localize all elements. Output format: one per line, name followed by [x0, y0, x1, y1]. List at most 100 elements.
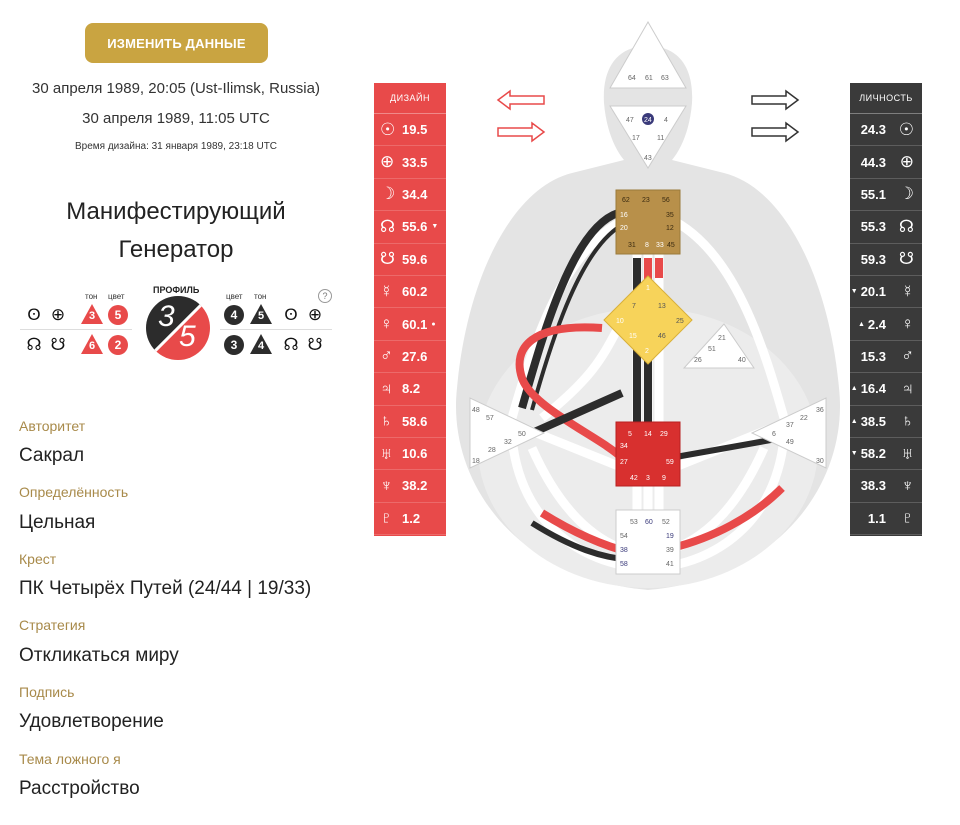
design-planet-row[interactable]: ♃ 8.2 [374, 373, 446, 406]
planet-gate-value: 33.5 [402, 154, 428, 170]
planet-glyph-icon: ♀ [901, 314, 914, 334]
definition-label: Определённость [19, 484, 129, 500]
profile-block: ʘ ⊕ тон цвет 3 5 ☊ ☋ 6 2 ПРОФИЛЬ 3 5 цве… [0, 284, 352, 374]
design-column: ДИЗАЙН ☉19.5⊕33.5☽34.4☊55.6▼☋59.6☿60.2♀6… [374, 83, 446, 536]
gate-label: 6 [772, 431, 776, 438]
gate-label: 54 [620, 533, 628, 540]
design-planet-row[interactable]: ♆38.2 [374, 470, 446, 503]
personality-planet-row[interactable]: 55.1☽ [850, 179, 922, 212]
gate-label: 25 [676, 318, 684, 325]
ton-label: тон [85, 292, 98, 301]
sun-icon: ʘ [27, 305, 41, 324]
design-header: ДИЗАЙН [374, 83, 446, 114]
design-planet-row[interactable]: ⊕33.5 [374, 146, 446, 179]
design-planet-row[interactable]: ♄58.6 [374, 406, 446, 438]
planet-glyph-icon: ☽ [380, 184, 396, 204]
gate-label: 59 [666, 459, 674, 466]
personality-planet-row[interactable]: ▲2.4 ♀ [850, 308, 922, 341]
personality-planet-row[interactable]: 1.1♇ [850, 503, 922, 536]
design-planet-row[interactable]: ☊55.6▼ [374, 211, 446, 244]
planet-gate-value: 38.3 [860, 478, 886, 494]
planet-glyph-icon: ♂ [380, 346, 393, 366]
gate-label: 22 [800, 415, 808, 422]
gate-label: 17 [632, 135, 640, 142]
gate-label: 15 [629, 333, 637, 340]
help-icon[interactable]: ? [318, 289, 332, 303]
ton-label-2: тон [254, 292, 267, 301]
personality-planet-row[interactable]: ▲16.4♃ [850, 373, 922, 406]
gate-label: 21 [718, 335, 726, 342]
gate-label: 52 [662, 519, 670, 526]
spleen-center [469, 397, 546, 469]
design-planet-row[interactable]: ♇1.2 [374, 503, 446, 536]
color-label: цвет [108, 292, 125, 301]
gate-label: 12 [666, 225, 674, 232]
profile-bottom-number: 5 [179, 320, 196, 353]
gate-label: 37 [786, 422, 794, 429]
sun-icon-2: ʘ [284, 305, 298, 324]
gate-label: 5 [628, 431, 632, 438]
type-title: Манифестирующий Генератор [0, 193, 352, 269]
design-planet-row[interactable]: ♂27.6 [374, 341, 446, 374]
strategy-label: Стратегия [19, 617, 86, 633]
planet-gate-value: 55.6 [402, 219, 428, 235]
gate-label: 11 [657, 135, 664, 142]
gate-label: 63 [661, 75, 669, 82]
signature-value: Удовлетворение [19, 711, 164, 732]
bodygraph: 64 61 63 47 24 4 17 11 43 62 23 56 16 35… [455, 20, 841, 590]
design-planet-row[interactable]: ♅10.6 [374, 438, 446, 471]
planet-gate-value: 55.3 [860, 219, 886, 235]
personality-ton-top: 5 [257, 310, 265, 322]
definition-value: Цельная [19, 512, 96, 533]
personality-planet-row[interactable]: ▲38.5♄ [850, 406, 922, 438]
design-planet-row[interactable]: ☋59.6 [374, 244, 446, 276]
gate-label: 14 [644, 431, 652, 438]
gate-label: 42 [630, 475, 638, 482]
gate-label: 55 [802, 447, 810, 454]
birth-utc-time: 30 апреля 1989, 11:05 UTC [82, 110, 270, 127]
planet-gate-value: 8.2 [402, 381, 421, 397]
design-ton-top: 3 [88, 310, 96, 322]
earth-icon-2: ⊕ [307, 305, 323, 324]
design-color-badge-top: 5 [108, 305, 128, 325]
planet-mark: ▼ [431, 223, 439, 231]
planet-gate-value: 2.4 [867, 316, 886, 332]
personality-planet-row[interactable]: 44.3⊕ [850, 146, 922, 179]
personality-planet-row[interactable]: ▼58.2♅ [850, 438, 922, 471]
profile-top-number: 3 [158, 300, 175, 333]
edit-data-button[interactable]: ИЗМЕНИТЬ ДАННЫЕ [85, 23, 268, 63]
planet-mark: ▲ [850, 417, 858, 425]
type-line-2: Генератор [118, 236, 234, 263]
gate-label: 30 [816, 458, 824, 465]
planet-mark: ▲ [857, 320, 865, 328]
type-line-1: Манифестирующий [66, 198, 286, 225]
planet-glyph-icon: ♃ [380, 378, 393, 398]
personality-planet-row[interactable]: 55.3☊ [850, 211, 922, 244]
design-ton-triangle-top [81, 304, 103, 324]
profile-circle-graphic [146, 296, 210, 360]
design-planet-row[interactable]: ♀60.1● [374, 308, 446, 341]
planet-mark: ▼ [850, 288, 858, 296]
personality-ton-triangle-bottom [250, 334, 272, 354]
arrow-right-icon [751, 89, 800, 111]
personality-planet-row[interactable]: 38.3♆ [850, 470, 922, 503]
solar-plexus-center [750, 397, 827, 469]
personality-planet-row[interactable]: 59.3☋ [850, 244, 922, 276]
planet-glyph-icon: ⊕ [899, 152, 914, 172]
personality-planet-row[interactable]: 24.3☉ [850, 114, 922, 147]
heart-center [682, 323, 755, 369]
planet-mark: ▼ [850, 450, 858, 458]
gate-label: 43 [644, 155, 652, 162]
gate-label: 8 [645, 242, 649, 249]
design-planet-row[interactable]: ☿60.2 [374, 276, 446, 309]
gate-label: 64 [628, 75, 636, 82]
planet-glyph-icon: ♂ [901, 346, 914, 366]
design-planet-row[interactable]: ☉19.5 [374, 114, 446, 147]
personality-planet-row[interactable]: 15.3♂ [850, 341, 922, 374]
personality-planet-row[interactable]: ▼20.1☿ [850, 276, 922, 309]
design-planet-row[interactable]: ☽34.4 [374, 179, 446, 212]
cross-label: Крест [19, 551, 57, 567]
planet-glyph-icon: ♃ [901, 378, 914, 398]
cross-value: ПК Четырёх Путей (24/44 | 19/33) [19, 578, 312, 599]
gate-label: 34 [620, 443, 628, 450]
